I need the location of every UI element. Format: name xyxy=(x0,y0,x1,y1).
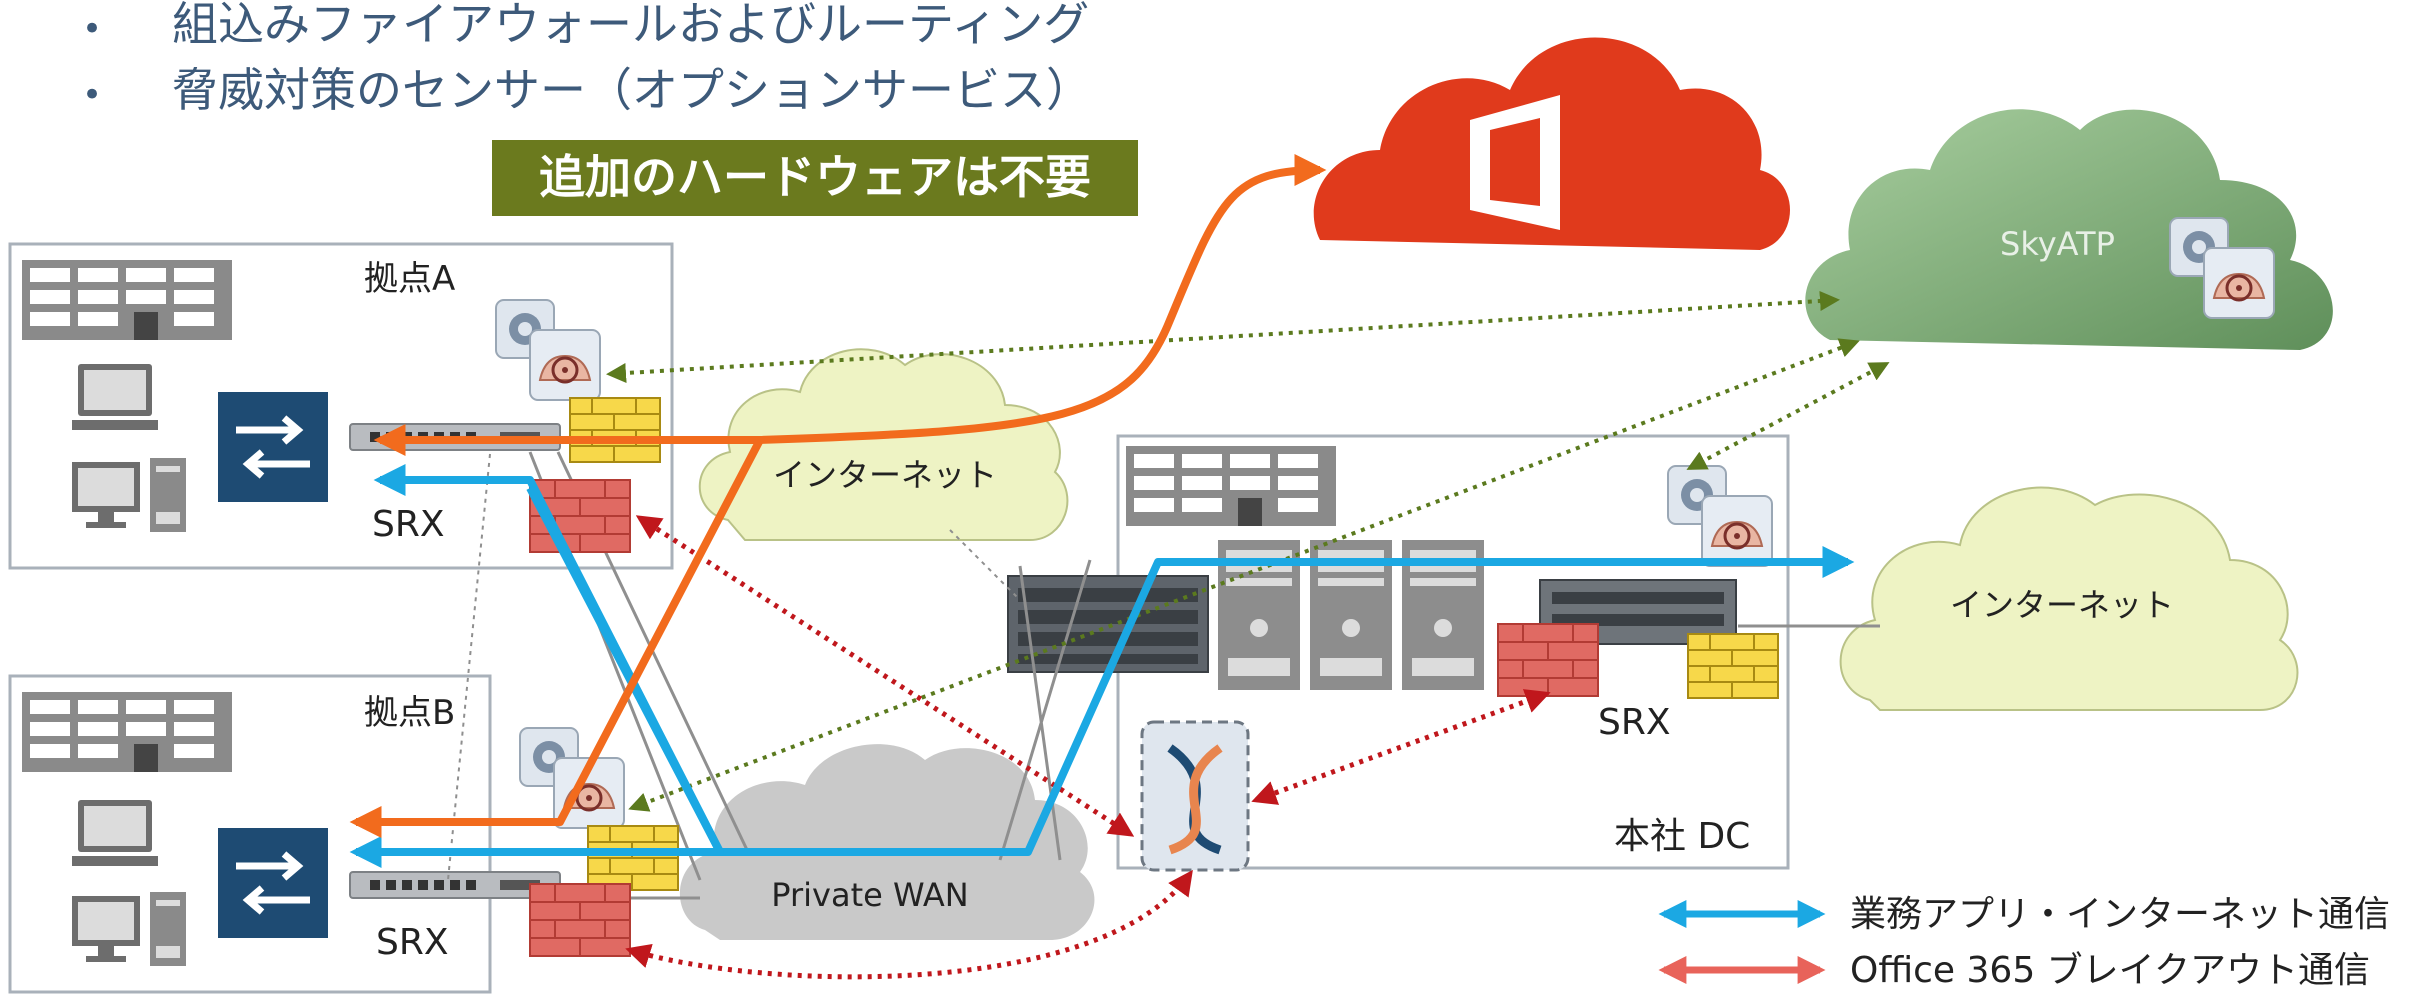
skyatp-link-arrow xyxy=(628,338,1860,812)
building-icon xyxy=(1126,446,1336,526)
business-flow-arrow xyxy=(373,464,1855,856)
skyatp-link-arrow xyxy=(606,290,1840,384)
bullet-text-1: 組込みファイアウォールおよびルーティング xyxy=(172,0,1089,51)
skyatp-link-arrow xyxy=(1686,362,1890,470)
internet-label-small: インターネット xyxy=(773,456,997,494)
hq-srx-label: SRX xyxy=(1598,702,1671,743)
dna-sandbox-icon xyxy=(1140,720,1250,872)
core-switch xyxy=(1007,575,1209,673)
site-b-srx-label: SRX xyxy=(376,922,449,963)
firewall-icon xyxy=(529,883,631,957)
firewall-icon xyxy=(569,397,661,463)
laptop-icon xyxy=(72,364,158,430)
private-wan-label: Private WAN xyxy=(771,876,968,914)
building-icon xyxy=(22,692,232,772)
business-flow-arrow xyxy=(349,486,724,868)
threat-sensor-icon xyxy=(518,726,626,830)
skyatp-cloud: SkyATP xyxy=(1805,109,2333,350)
firewall-icon xyxy=(1687,633,1779,699)
site-a-title: 拠点A xyxy=(364,259,455,299)
laptop-icon xyxy=(72,800,158,866)
internet-label-hq: インターネット xyxy=(1950,586,2174,624)
bullet-text-2: 脅威対策のセンサー（オプションサービス） xyxy=(172,63,1092,117)
switch-icon xyxy=(218,392,328,502)
sandbox-link-arrow xyxy=(1251,689,1551,805)
legend-label-business: 業務アプリ・インターネット通信 xyxy=(1850,894,2390,935)
firewall-icon xyxy=(587,825,679,891)
sandbox-link-arrow xyxy=(635,515,1135,837)
office365-flow-arrow xyxy=(349,438,764,838)
hq-title: 本社 DC xyxy=(1614,816,1750,857)
banner-text: 追加のハードウェアは不要 xyxy=(539,150,1091,204)
srx-device-b xyxy=(349,871,561,899)
internet-cloud-hq: インターネット xyxy=(1839,486,2299,711)
skyatp-label: SkyATP xyxy=(2000,225,2115,263)
firewall-icon xyxy=(1497,623,1599,697)
switch-icon xyxy=(218,828,328,938)
bullet-dot-2: • xyxy=(82,75,102,115)
bullet-dot-1: • xyxy=(82,9,102,49)
office365-flow-arrow xyxy=(373,154,1327,456)
site-b-title: 拠点B xyxy=(364,693,455,733)
site-a-srx-label: SRX xyxy=(372,504,445,545)
office365-cloud xyxy=(1313,37,1790,250)
building-icon xyxy=(22,260,232,340)
legend-label-office365: Office 365 ブレイクアウト通信 xyxy=(1850,950,2370,991)
